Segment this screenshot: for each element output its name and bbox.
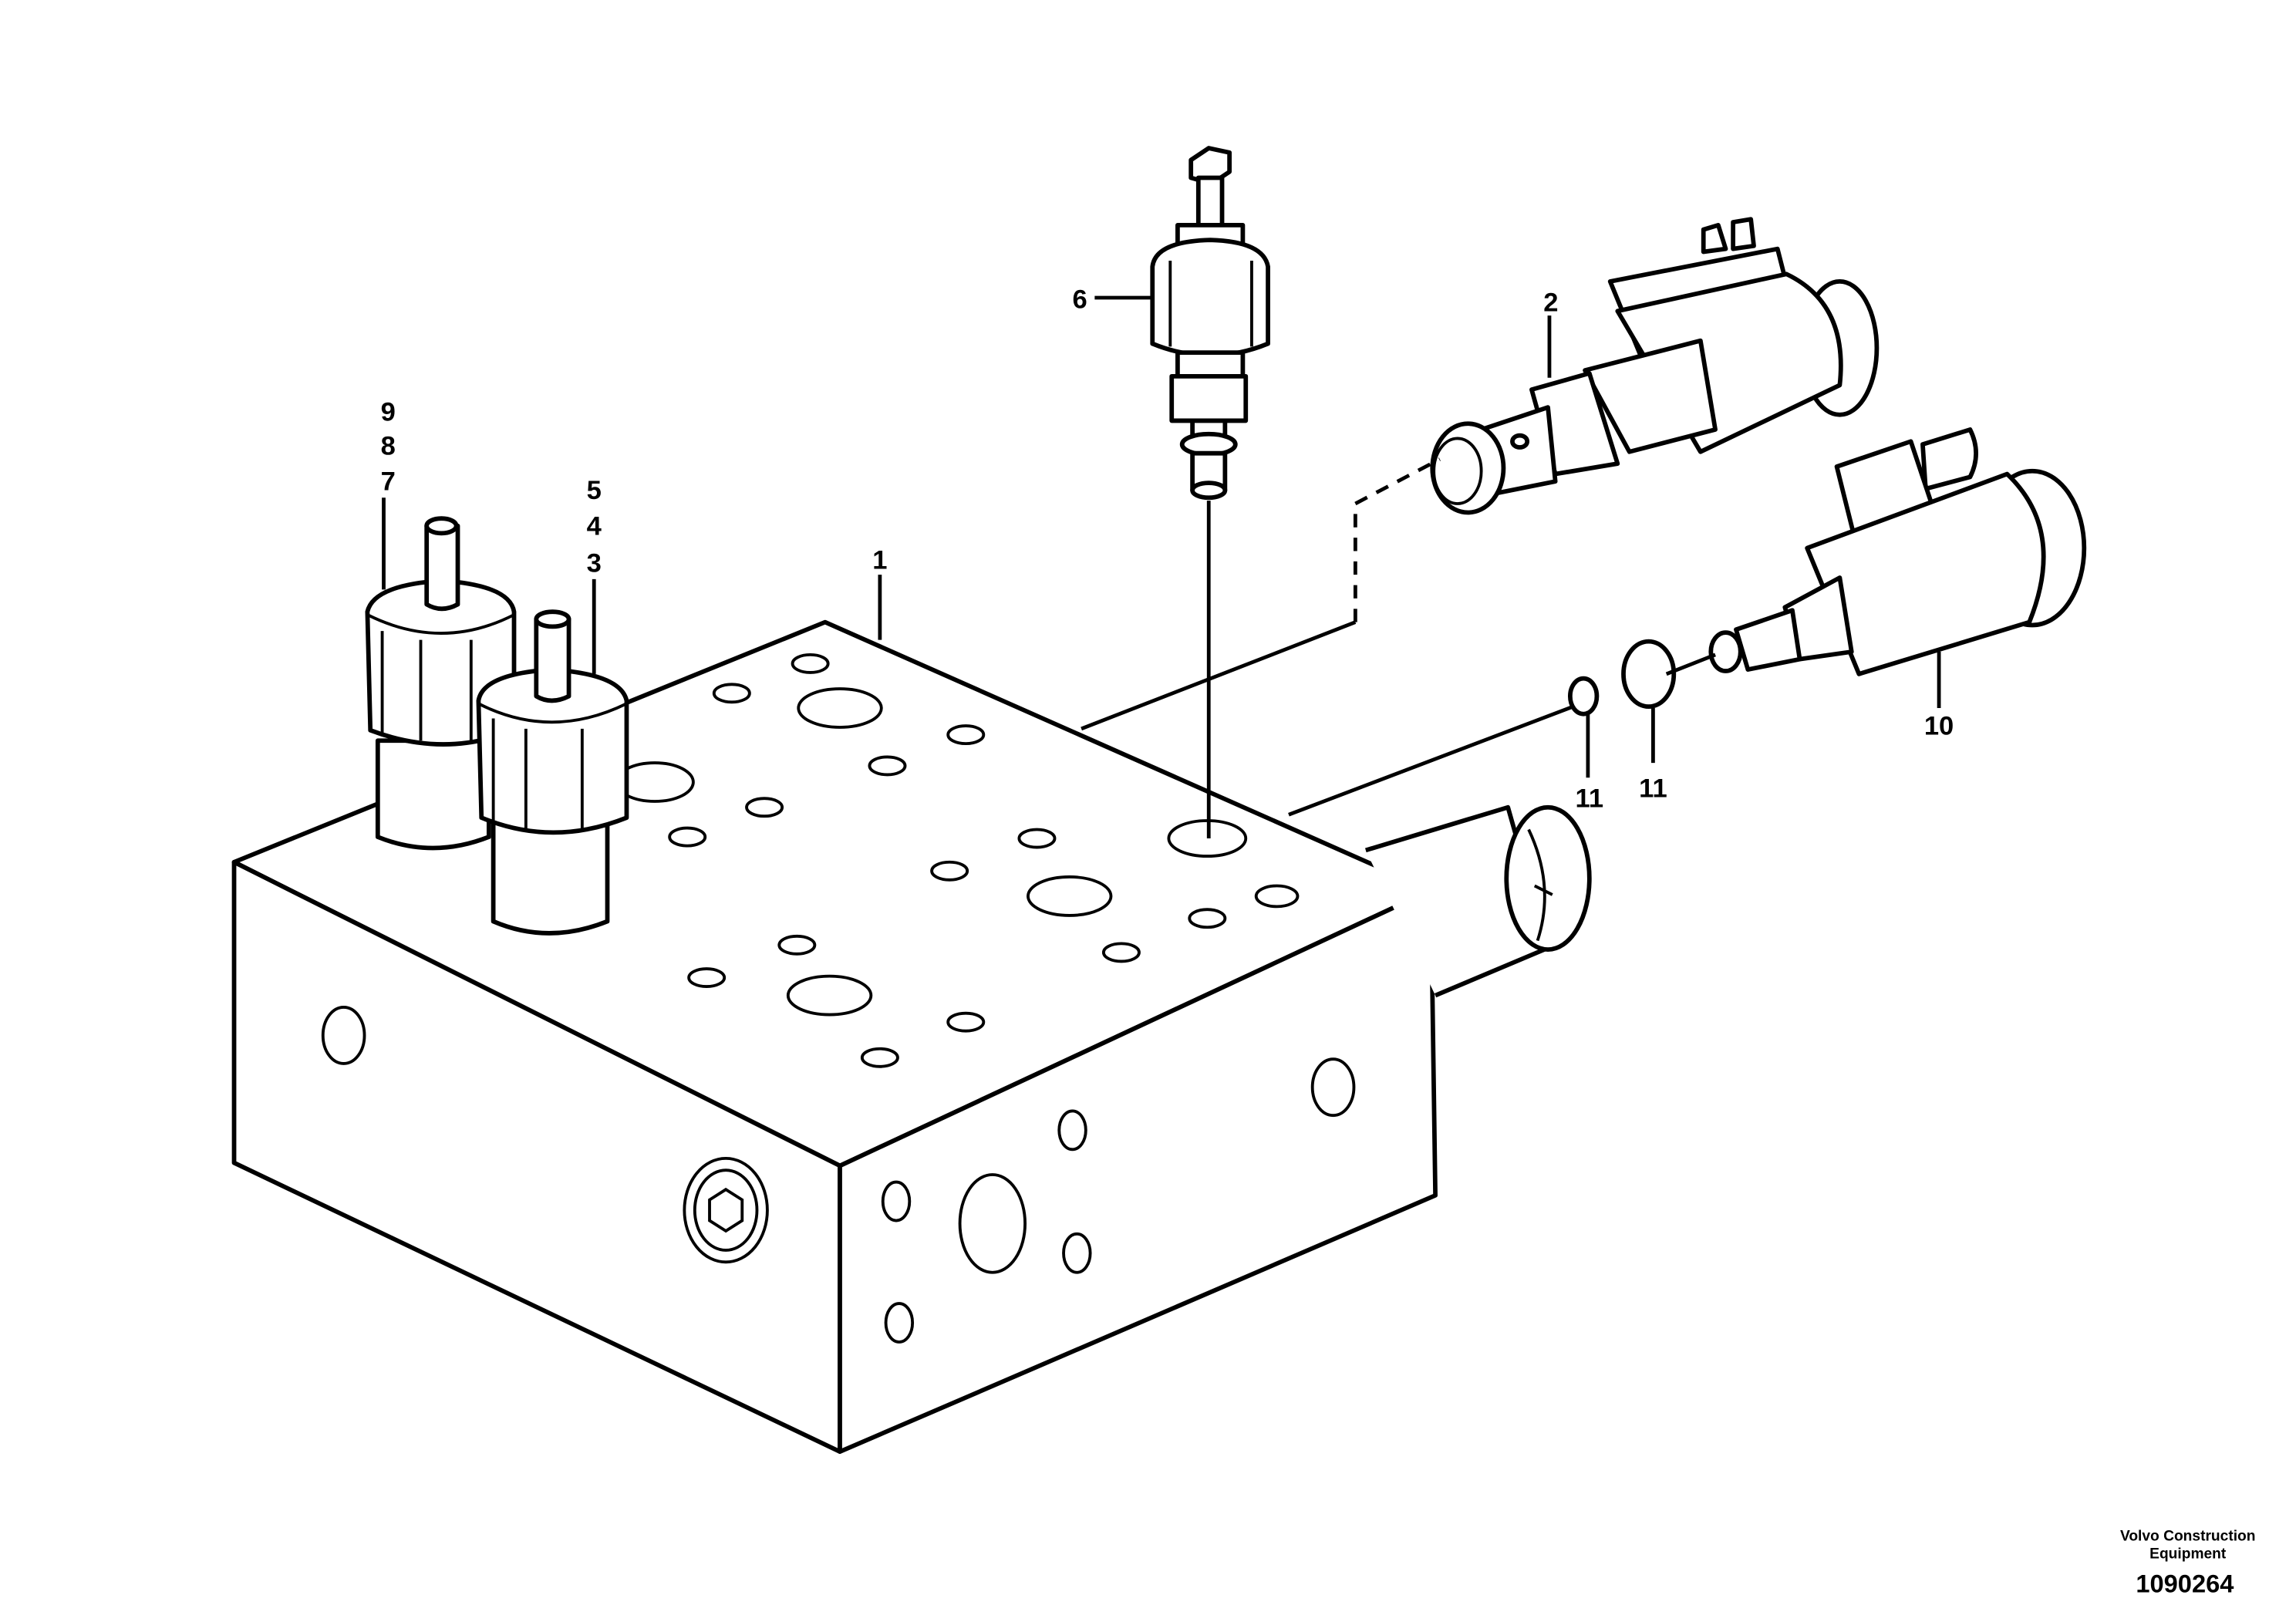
o-rings-11 xyxy=(1567,639,1677,717)
credit-line-1: Volvo Construction xyxy=(2120,1528,2256,1544)
callout-8: 8 xyxy=(381,432,396,461)
callout-10: 10 xyxy=(1924,712,1954,741)
block-front-ports xyxy=(321,1006,769,1264)
callout-4: 4 xyxy=(587,511,602,541)
callout-labels: 1 2 3 4 5 6 7 8 9 10 11 11 xyxy=(381,285,1954,813)
callout-3: 3 xyxy=(587,548,602,578)
solenoid-valve-10 xyxy=(1708,427,2087,676)
block-side-ports xyxy=(881,1057,1356,1344)
callout-9: 9 xyxy=(381,397,396,427)
check-valve-6 xyxy=(1150,146,1270,501)
callout-2: 2 xyxy=(1543,288,1558,317)
block-side-cartridge xyxy=(1364,804,1592,998)
callout-6: 6 xyxy=(1073,285,1087,314)
callout-11b: 11 xyxy=(1639,774,1667,803)
figure-number: 1090264 xyxy=(2136,1570,2234,1598)
drawing-credit: Volvo Construction Equipment 1090264 xyxy=(2120,1528,2256,1597)
callout-7: 7 xyxy=(381,467,396,497)
callout-5: 5 xyxy=(587,476,602,505)
solenoid-valve-2 xyxy=(1430,217,1880,515)
leader-lines xyxy=(382,295,1941,839)
callout-1: 1 xyxy=(872,545,887,575)
callout-11a: 11 xyxy=(1576,784,1604,814)
pressure-switch-front xyxy=(476,609,629,936)
credit-line-2: Equipment xyxy=(2149,1546,2227,1562)
